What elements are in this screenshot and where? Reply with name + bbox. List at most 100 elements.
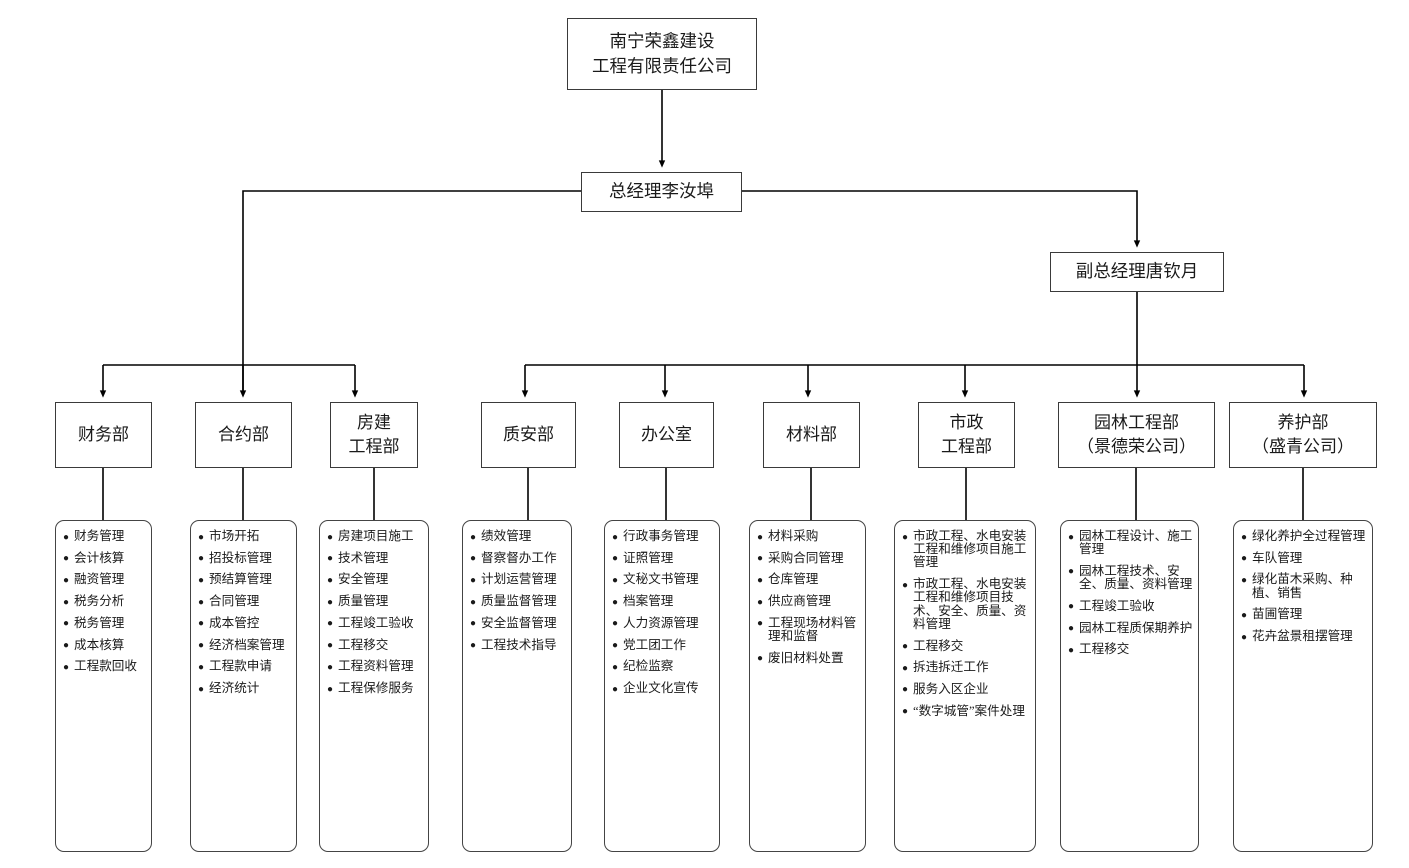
list-item-label: 安全监督管理 [481, 615, 557, 630]
bullet-icon: ● [1241, 531, 1248, 543]
detail-list-finance: ●财务管理●会计核算●融资管理●税务分析●税务管理●成本核算●工程款回收 [63, 529, 146, 674]
bullet-icon: ● [198, 531, 205, 543]
list-item-label: 房建项目施工 [338, 529, 414, 543]
list-item-label: 预结算管理 [209, 572, 272, 587]
detail-box-housing-engineering: ●房建项目施工●技术管理●安全管理●质量管理●工程竣工验收●工程移交●工程资料管… [319, 520, 429, 852]
bullet-icon: ● [470, 531, 477, 543]
bullet-icon: ● [198, 661, 205, 673]
node-company[interactable]: 南宁荣鑫建设 工程有限责任公司 [567, 18, 757, 90]
detail-list-materials: ●材料采购●采购合同管理●仓库管理●供应商管理●工程现场材料管理和监督●废旧材料… [757, 529, 860, 665]
list-item: ●工程移交 [902, 639, 1030, 653]
dept-label-housing-engineering: 房建 工程部 [348, 412, 400, 456]
detail-box-contract: ●市场开拓●招投标管理●预结算管理●合同管理●成本管控●经济档案管理●工程款申请… [190, 520, 297, 852]
list-item-label: 材料采购 [768, 529, 819, 543]
list-item: ●税务分析 [63, 594, 146, 609]
bullet-icon: ● [327, 553, 334, 565]
list-item-label: 工程保修服务 [338, 681, 414, 696]
dept-label-contract: 合约部 [218, 424, 269, 444]
list-item-label: 车队管理 [1252, 550, 1303, 565]
bullet-icon: ● [1241, 574, 1248, 586]
list-item-label: “数字城管”案件处理 [913, 703, 1025, 718]
list-item: ●车队管理 [1241, 550, 1367, 565]
dept-box-quality-safety[interactable]: 质安部 [481, 402, 576, 468]
dept-label-quality-safety: 质安部 [503, 424, 554, 444]
bullet-icon: ● [757, 574, 764, 586]
list-item-label: 纪检监察 [623, 659, 674, 674]
list-item: ●成本核算 [63, 638, 146, 652]
bullet-icon: ● [902, 641, 909, 653]
bullet-icon: ● [1068, 623, 1075, 635]
list-item: ●税务管理 [63, 616, 146, 630]
list-item: ●采购合同管理 [757, 551, 860, 565]
list-item-label: 计划运营管理 [481, 572, 557, 587]
node-general-manager[interactable]: 总经理李汝埠 [581, 172, 742, 212]
list-item: ●行政事务管理 [612, 529, 714, 543]
list-item: ●材料采购 [757, 529, 860, 543]
bullet-icon: ● [1068, 644, 1075, 656]
dept-box-contract[interactable]: 合约部 [195, 402, 292, 468]
list-item: ●督察督办工作 [470, 550, 566, 565]
list-item-label: 合同管理 [209, 594, 260, 609]
dept-box-maintenance[interactable]: 养护部 （盛青公司） [1229, 402, 1377, 468]
dept-box-finance[interactable]: 财务部 [55, 402, 152, 468]
list-item-label: 绩效管理 [481, 529, 532, 543]
list-item-label: 文秘文书管理 [623, 572, 699, 587]
dept-box-landscape-engineering[interactable]: 园林工程部 （景德荣公司） [1058, 402, 1215, 468]
list-item-label: 税务分析 [74, 594, 125, 609]
node-deputy-general-manager[interactable]: 副总经理唐钦月 [1050, 252, 1224, 292]
dept-box-office[interactable]: 办公室 [619, 402, 714, 468]
list-item: ●工程保修服务 [327, 681, 423, 696]
list-item: ●服务入区企业 [902, 682, 1030, 696]
list-item: ●供应商管理 [757, 594, 860, 608]
list-item-label: 质量管理 [338, 594, 389, 609]
detail-list-landscape-engineering: ●园林工程设计、施工管理●园林工程技术、安全、质量、资料管理●工程竣工验收●园林… [1068, 529, 1193, 657]
detail-box-landscape-engineering: ●园林工程设计、施工管理●园林工程技术、安全、质量、资料管理●工程竣工验收●园林… [1060, 520, 1199, 852]
bullet-icon: ● [198, 640, 205, 652]
list-item-label: 会计核算 [74, 550, 125, 565]
detail-list-housing-engineering: ●房建项目施工●技术管理●安全管理●质量管理●工程竣工验收●工程移交●工程资料管… [327, 529, 423, 696]
bullet-icon: ● [63, 531, 70, 543]
list-item: ●党工团工作 [612, 638, 714, 652]
list-item: ●园林工程质保期养护 [1068, 621, 1193, 635]
list-item: ●工程移交 [327, 638, 423, 652]
detail-list-office: ●行政事务管理●证照管理●文秘文书管理●档案管理●人力资源管理●党工团工作●纪检… [612, 529, 714, 695]
list-item: ●技术管理 [327, 551, 423, 565]
bullet-icon: ● [612, 553, 619, 565]
list-item-label: 工程现场材料管理和监督 [768, 615, 857, 644]
bullet-icon: ● [1241, 609, 1248, 621]
dept-box-municipal-engineering[interactable]: 市政 工程部 [918, 402, 1015, 468]
list-item-label: 督察督办工作 [481, 550, 557, 565]
bullet-icon: ● [327, 618, 334, 630]
list-item: ●仓库管理 [757, 573, 860, 586]
list-item: ●园林工程技术、安全、质量、资料管理 [1068, 564, 1193, 591]
list-item: ●“数字城管”案件处理 [902, 703, 1030, 718]
detail-box-quality-safety: ●绩效管理●督察督办工作●计划运营管理●质量监督管理●安全监督管理●工程技术指导 [462, 520, 572, 852]
list-item: ●绿化苗木采购、种植、销售 [1241, 573, 1367, 600]
detail-list-maintenance: ●绿化养护全过程管理●车队管理●绿化苗木采购、种植、销售●苗圃管理●花卉盆景租摆… [1241, 529, 1367, 643]
dept-label-office: 办公室 [641, 424, 692, 444]
list-item: ● 证照管理 [612, 550, 714, 565]
dept-box-materials[interactable]: 材料部 [763, 402, 860, 468]
list-item: ●经济档案管理 [198, 638, 291, 652]
list-item: ●文秘文书管理 [612, 573, 714, 586]
list-item-label: 质量监督管理 [481, 594, 557, 609]
detail-list-municipal-engineering: ●市政工程、水电安装工程和维修项目施工管理●市政工程、水电安装工程和维修项目技术… [902, 529, 1030, 718]
list-item-label: 证照管理 [623, 550, 674, 565]
list-item: ● 绩效管理 [470, 529, 566, 543]
detail-list-contract: ●市场开拓●招投标管理●预结算管理●合同管理●成本管控●经济档案管理●工程款申请… [198, 529, 291, 695]
deputy-general-manager-label: 副总经理唐钦月 [1075, 261, 1199, 282]
list-item-label: 工程技术指导 [481, 637, 557, 652]
dept-box-housing-engineering[interactable]: 房建 工程部 [330, 402, 418, 468]
bullet-icon: ● [1068, 601, 1075, 613]
list-item: ●融资管理 [63, 573, 146, 586]
list-item: ●安全监督管理 [470, 615, 566, 630]
list-item: ●质量管理 [327, 594, 423, 609]
list-item-label: 苗圃管理 [1252, 607, 1303, 622]
bullet-icon: ● [198, 683, 205, 695]
list-item: ●工程竣工验收 [327, 616, 423, 630]
bullet-icon: ● [612, 640, 619, 652]
bullet-icon: ● [63, 661, 70, 673]
bullet-icon: ● [757, 653, 764, 665]
dept-label-municipal-engineering: 市政 工程部 [941, 412, 992, 456]
bullet-icon: ● [612, 618, 619, 630]
